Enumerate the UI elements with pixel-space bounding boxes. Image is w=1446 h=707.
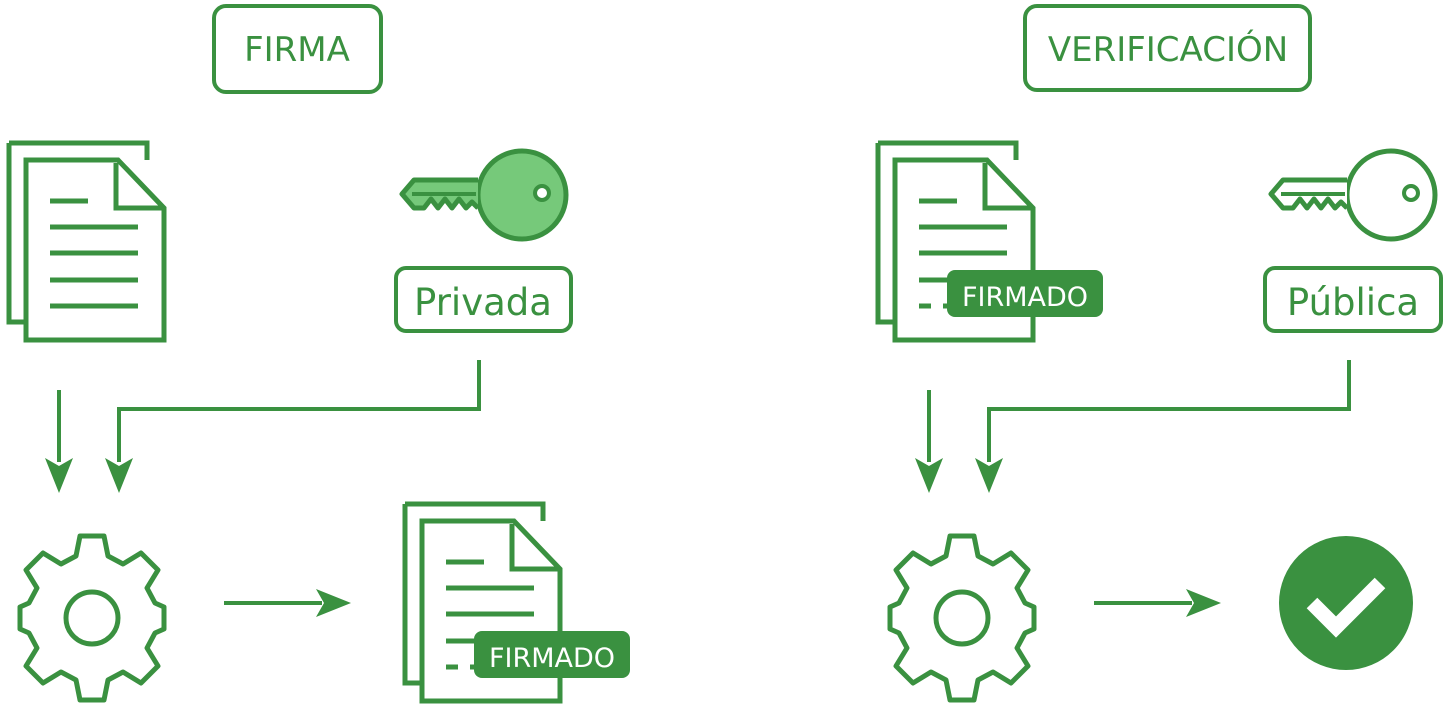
signed-document-input-icon <box>878 143 1103 340</box>
private-key-label: Privada <box>414 281 552 324</box>
arrow-gear-to-output <box>224 589 351 617</box>
section-verificacion: VERIFICACIÓN FIRMADO Pública <box>878 4 1443 700</box>
verificacion-title-box <box>1023 4 1312 92</box>
arrow-signed-document-to-gear <box>915 390 943 493</box>
arrow-document-to-gear <box>45 390 73 493</box>
check-circle-icon <box>1279 536 1413 670</box>
verificacion-title: VERIFICACIÓN <box>1048 29 1288 70</box>
section-firma: FIRMA Privada FIRMADO <box>9 4 630 701</box>
arrow-public-key-to-gear <box>975 360 1351 493</box>
arrow-gear-to-result <box>1094 589 1221 617</box>
signed-document-icon <box>405 504 630 701</box>
private-key-icon <box>402 151 566 239</box>
arrow-key-to-gear <box>105 360 481 493</box>
public-key-icon <box>1271 151 1435 239</box>
public-key-label-box <box>1263 266 1443 333</box>
signed-badge-input: FIRMADO <box>962 282 1088 313</box>
signed-badge-output: FIRMADO <box>489 643 615 674</box>
firma-title: FIRMA <box>244 30 350 70</box>
public-key-label: Pública <box>1287 281 1419 324</box>
gear-icon <box>890 536 1034 700</box>
document-icon <box>9 143 164 340</box>
private-key-label-box <box>394 266 573 333</box>
firma-title-box <box>212 4 383 94</box>
gear-icon <box>20 536 164 700</box>
